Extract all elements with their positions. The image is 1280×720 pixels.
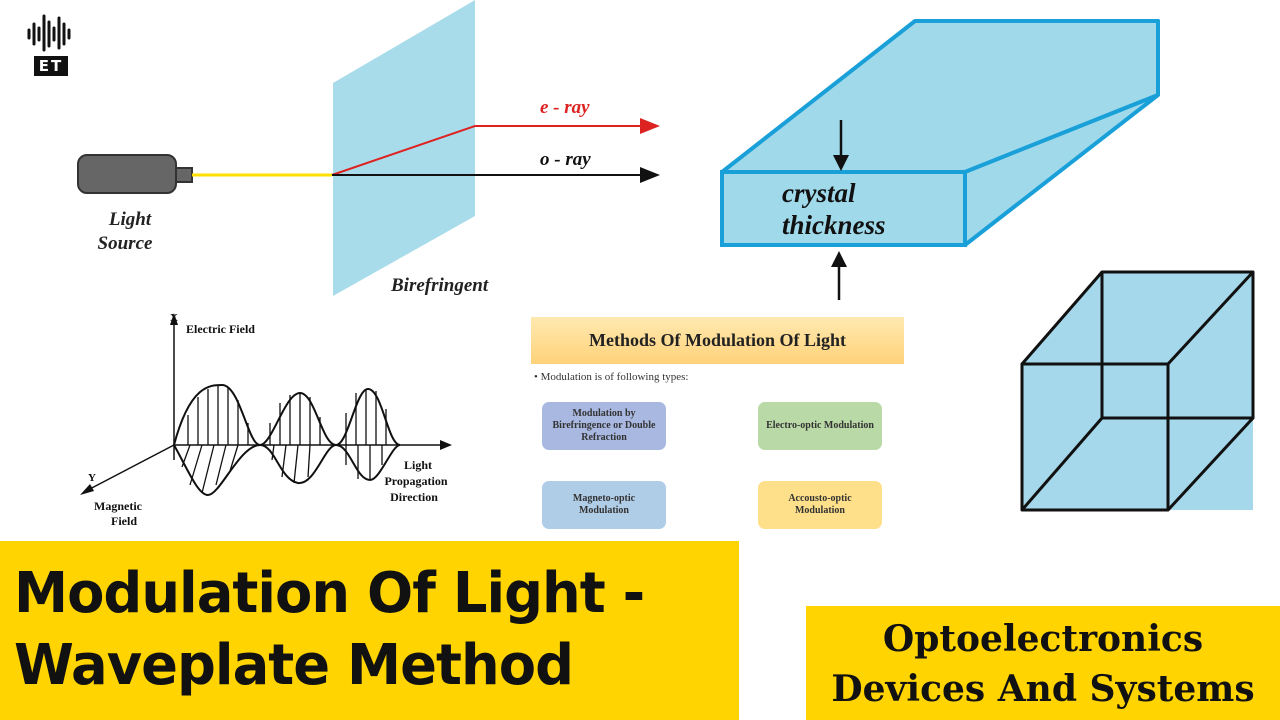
e-ray-label: e - ray bbox=[540, 97, 590, 118]
slab-side-face bbox=[963, 19, 1160, 247]
cube-fill bbox=[1022, 272, 1253, 510]
e-ray-line bbox=[331, 125, 640, 176]
birefringent-crystal-plate bbox=[333, 0, 475, 296]
methods-title: Methods Of Modulation Of Light bbox=[531, 317, 904, 364]
magnetic-field-wave bbox=[173, 443, 401, 497]
birefringence-diagram: e - ray o - ray Light Source Birefringen… bbox=[77, 0, 660, 296]
light-source-body bbox=[77, 154, 177, 194]
crystal-label-2: thickness bbox=[782, 210, 886, 240]
cube-back-face bbox=[1100, 270, 1255, 420]
series-subtitle: Optoelectronics Devices And Systems bbox=[806, 614, 1280, 714]
crystal-label: Birefringent bbox=[390, 275, 489, 296]
method-acousto-optic: Accousto-optic Modulation bbox=[758, 481, 882, 529]
method-magneto-optic: Magneto-optic Modulation bbox=[542, 481, 666, 529]
propagation-label-1: Light bbox=[404, 458, 432, 472]
wireframe-cube-diagram bbox=[1020, 270, 1255, 512]
video-title-line-1: Modulation Of Light - bbox=[14, 561, 645, 626]
o-ray-arrowhead bbox=[640, 167, 660, 183]
e-ray-arrowhead bbox=[640, 118, 660, 134]
light-source-label-2: Source bbox=[98, 233, 153, 254]
series-subtitle-line-1: Optoelectronics bbox=[882, 618, 1204, 660]
subtitle-banner bbox=[806, 606, 1280, 720]
propagation-label-2: Propagation bbox=[384, 474, 447, 488]
channel-logo: ET bbox=[34, 56, 68, 76]
series-subtitle-line-2: Devices And Systems bbox=[831, 668, 1255, 710]
crystal-label-1: crystal bbox=[782, 178, 856, 208]
methods-intro: • Modulation is of following types: bbox=[534, 371, 689, 383]
o-ray-label: o - ray bbox=[540, 149, 591, 170]
crystal-slab-diagram: crystal thickness bbox=[720, 19, 1160, 300]
magnetic-field-label-1: Magnetic bbox=[94, 499, 143, 513]
electric-field-label: Electric Field bbox=[186, 322, 255, 336]
light-source-nozzle bbox=[175, 167, 193, 183]
video-title-line-2: Waveplate Method bbox=[14, 633, 574, 698]
method-electro-optic: Electro-optic Modulation bbox=[758, 402, 882, 450]
y-axis bbox=[85, 444, 175, 492]
title-banner bbox=[0, 541, 739, 720]
cube-front-face bbox=[1020, 362, 1170, 512]
light-source-label-1: Light bbox=[108, 209, 152, 230]
method-birefringence: Modulation by Birefringence or Double Re… bbox=[542, 402, 666, 450]
magnetic-field-label-2: Field bbox=[111, 514, 137, 528]
propagation-label-3: Direction bbox=[390, 490, 438, 504]
em-wave-diagram: X Electric Field Y Magnetic Field Light … bbox=[80, 312, 452, 528]
video-title: Modulation Of Light - Waveplate Method bbox=[14, 558, 645, 702]
y-axis-label: Y bbox=[88, 472, 96, 484]
waveform-logo-icon bbox=[27, 14, 71, 52]
x-axis-label: X bbox=[170, 312, 178, 324]
slab-top-face bbox=[720, 19, 1160, 174]
